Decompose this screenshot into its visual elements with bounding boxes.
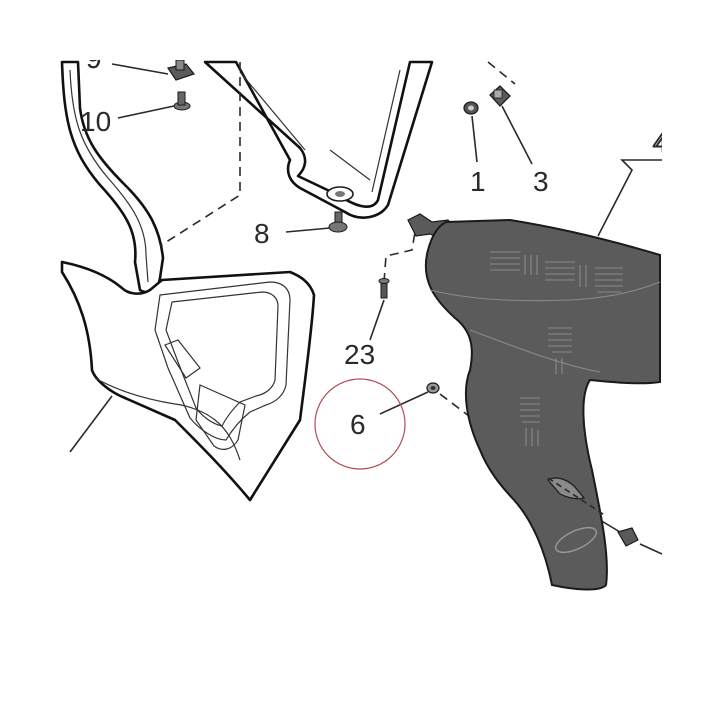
leader-8 xyxy=(285,227,331,233)
panel-bracket-notch xyxy=(164,339,201,379)
cover-slot-dash xyxy=(547,477,607,517)
leader-left-bottom xyxy=(69,395,113,453)
dash-line-3 xyxy=(487,61,516,85)
leader-1 xyxy=(471,115,478,163)
clip-nut-icon xyxy=(167,59,196,81)
top-crop-mask xyxy=(0,0,720,60)
right-crop-mask xyxy=(662,0,720,720)
leader-6 xyxy=(379,391,429,415)
fastener-screw-icon xyxy=(599,519,639,547)
push-clip-icon xyxy=(426,382,440,394)
screw-icon xyxy=(173,91,191,111)
callout-9-visible: 9 xyxy=(86,43,102,74)
cover-ridge-line xyxy=(429,281,661,302)
leader-10 xyxy=(117,105,175,119)
callout-3: 3 xyxy=(533,166,549,197)
callout-8: 8 xyxy=(254,218,270,249)
callout-10: 10 xyxy=(80,106,111,137)
left-crop-mask xyxy=(0,0,60,720)
dash-line-23 xyxy=(383,231,416,283)
upper-bracket xyxy=(203,60,434,219)
callout-6: 6 xyxy=(350,409,366,440)
panel-window-inner xyxy=(165,291,279,427)
leader-lines xyxy=(69,63,663,555)
leader-4 xyxy=(597,159,662,237)
leader-right-bottom xyxy=(639,543,663,555)
clip-icon xyxy=(489,85,511,107)
callout-23: 23 xyxy=(344,339,375,370)
callout-1: 1 xyxy=(470,166,486,197)
side-trim-strip xyxy=(60,60,165,294)
callout-4-visible: 4 xyxy=(655,127,671,158)
bracket-washer-hole xyxy=(335,191,345,197)
bolt-icon xyxy=(328,211,348,233)
cover-body xyxy=(424,218,661,591)
grommet-icon xyxy=(463,101,479,115)
panel-lower-crease xyxy=(94,377,241,461)
callout-highlight-circle xyxy=(314,378,406,470)
side-panel-body xyxy=(60,260,316,502)
cover-recess xyxy=(555,526,597,554)
left-side-panel xyxy=(60,60,316,502)
long-screw-icon xyxy=(378,278,390,299)
panel-lower-pocket xyxy=(195,384,246,450)
dash-line-10 xyxy=(159,62,241,247)
leader-23 xyxy=(369,299,385,341)
side-trim-inner-line xyxy=(69,69,149,283)
cover-texture xyxy=(490,251,623,446)
dark-cover xyxy=(424,218,661,591)
leader-9 xyxy=(111,63,169,75)
cover-edge-line xyxy=(469,329,601,373)
upper-bracket-assembly xyxy=(203,60,434,219)
panel-window-frame xyxy=(154,281,291,441)
upper-bracket-inner xyxy=(239,69,401,193)
leader-3 xyxy=(501,105,533,165)
